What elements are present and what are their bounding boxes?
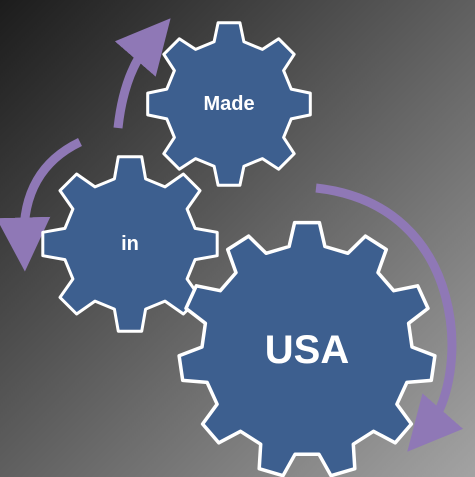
- arrow-in-gear: [0, 137, 83, 272]
- gear-made: Made: [146, 21, 312, 187]
- gear-usa-shape: [177, 220, 437, 477]
- gear-in-shape: [41, 155, 219, 333]
- arrow-usa-gear: [315, 183, 464, 452]
- gear-made-label: Made: [203, 93, 254, 115]
- gear-in-label: in: [121, 233, 139, 255]
- gear-in: in: [41, 155, 219, 333]
- gear-usa-label: USA: [265, 328, 349, 372]
- gear-made-shape: [146, 21, 312, 187]
- gear-usa: USA: [177, 220, 437, 477]
- arrow-made-gear: [113, 18, 171, 129]
